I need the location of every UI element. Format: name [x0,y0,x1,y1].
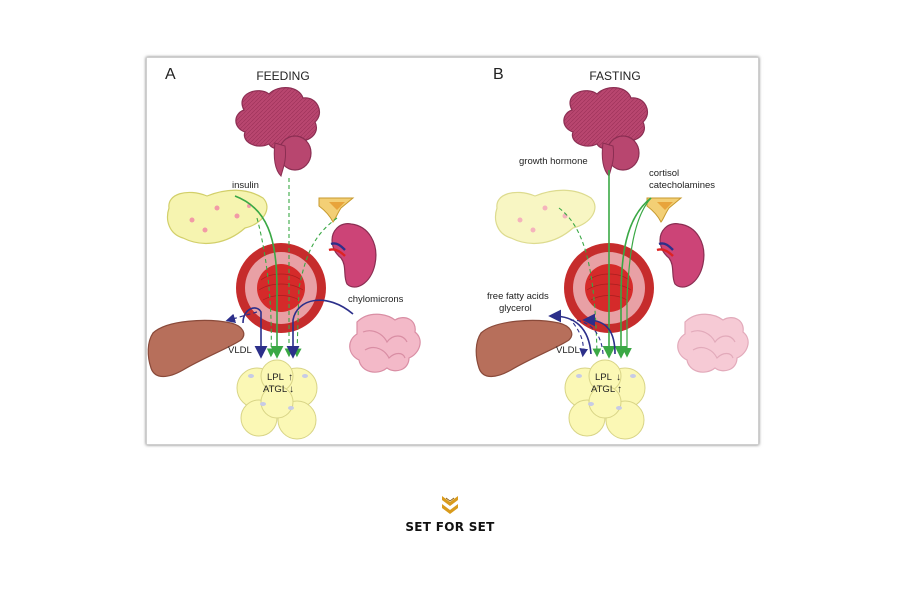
panel-b-adipocytes [564,359,646,440]
panel-b-atgl-arrow: ↑ [617,384,622,395]
panel-b-lpl-arrow: ↓ [616,372,621,383]
diagram-svg: A FEEDING insulin [147,66,749,440]
panel-b-title: FASTING [589,69,640,83]
panel-a-adrenal [318,197,355,223]
panel-b-vldl-label: VLDL [556,345,580,356]
panel-b-liver [475,319,573,378]
panel-b-pituitary [563,87,648,177]
panel-a-liver [147,319,245,378]
panel-a-arrows [225,178,354,359]
panel-a-title: FEEDING [256,69,309,83]
panel-b-ffa-label: free fatty acids [487,291,549,302]
panel-b-growth-hormone-label: growth hormone [519,156,588,167]
panel-b-catecholamines-label: catecholamines [649,180,715,191]
panel-b-letter: B [493,66,504,83]
figure: A FEEDING insulin [146,57,759,445]
panel-a-adipocytes [236,359,318,440]
panel-b-adrenal [646,197,683,223]
panel-b-atgl-label: ATGL [591,384,615,395]
panel-a-letter: A [165,66,176,83]
panel-b-pancreas [494,189,596,245]
panel-a-insulin-label: insulin [232,180,259,191]
panel-a-vldl-label: VLDL [228,345,252,356]
panel-a-lpl-label: LPL [267,372,284,383]
panel-a-heart [236,243,326,333]
panel-a-intestine [349,313,421,373]
panel-a-pituitary [235,87,320,177]
panel-b-glycerol-label: glycerol [499,303,532,314]
set-for-set-logo: SET FOR SET [405,492,495,542]
panel-b-kidney [656,223,705,288]
panel-a-chylomicrons-label: chylomicrons [348,294,404,305]
logo-mark-icon [442,496,458,514]
panel-b-lpl-label: LPL [595,372,612,383]
panel-b-arrows [548,170,652,359]
panel-b-intestine [677,313,749,373]
panel-b: B FASTING growth hormone cortisol catech… [475,66,749,440]
panel-a-atgl-arrow: ↓ [289,384,294,395]
panel-a-atgl-label: ATGL [263,384,287,395]
panel-a-pancreas [166,189,268,245]
panel-a-kidney [328,223,377,288]
panel-b-cortisol-label: cortisol [649,168,679,179]
logo-text: SET FOR SET [405,520,495,534]
panel-a-lpl-arrow: ↑ [288,372,293,383]
panel-a: A FEEDING insulin [147,66,421,440]
